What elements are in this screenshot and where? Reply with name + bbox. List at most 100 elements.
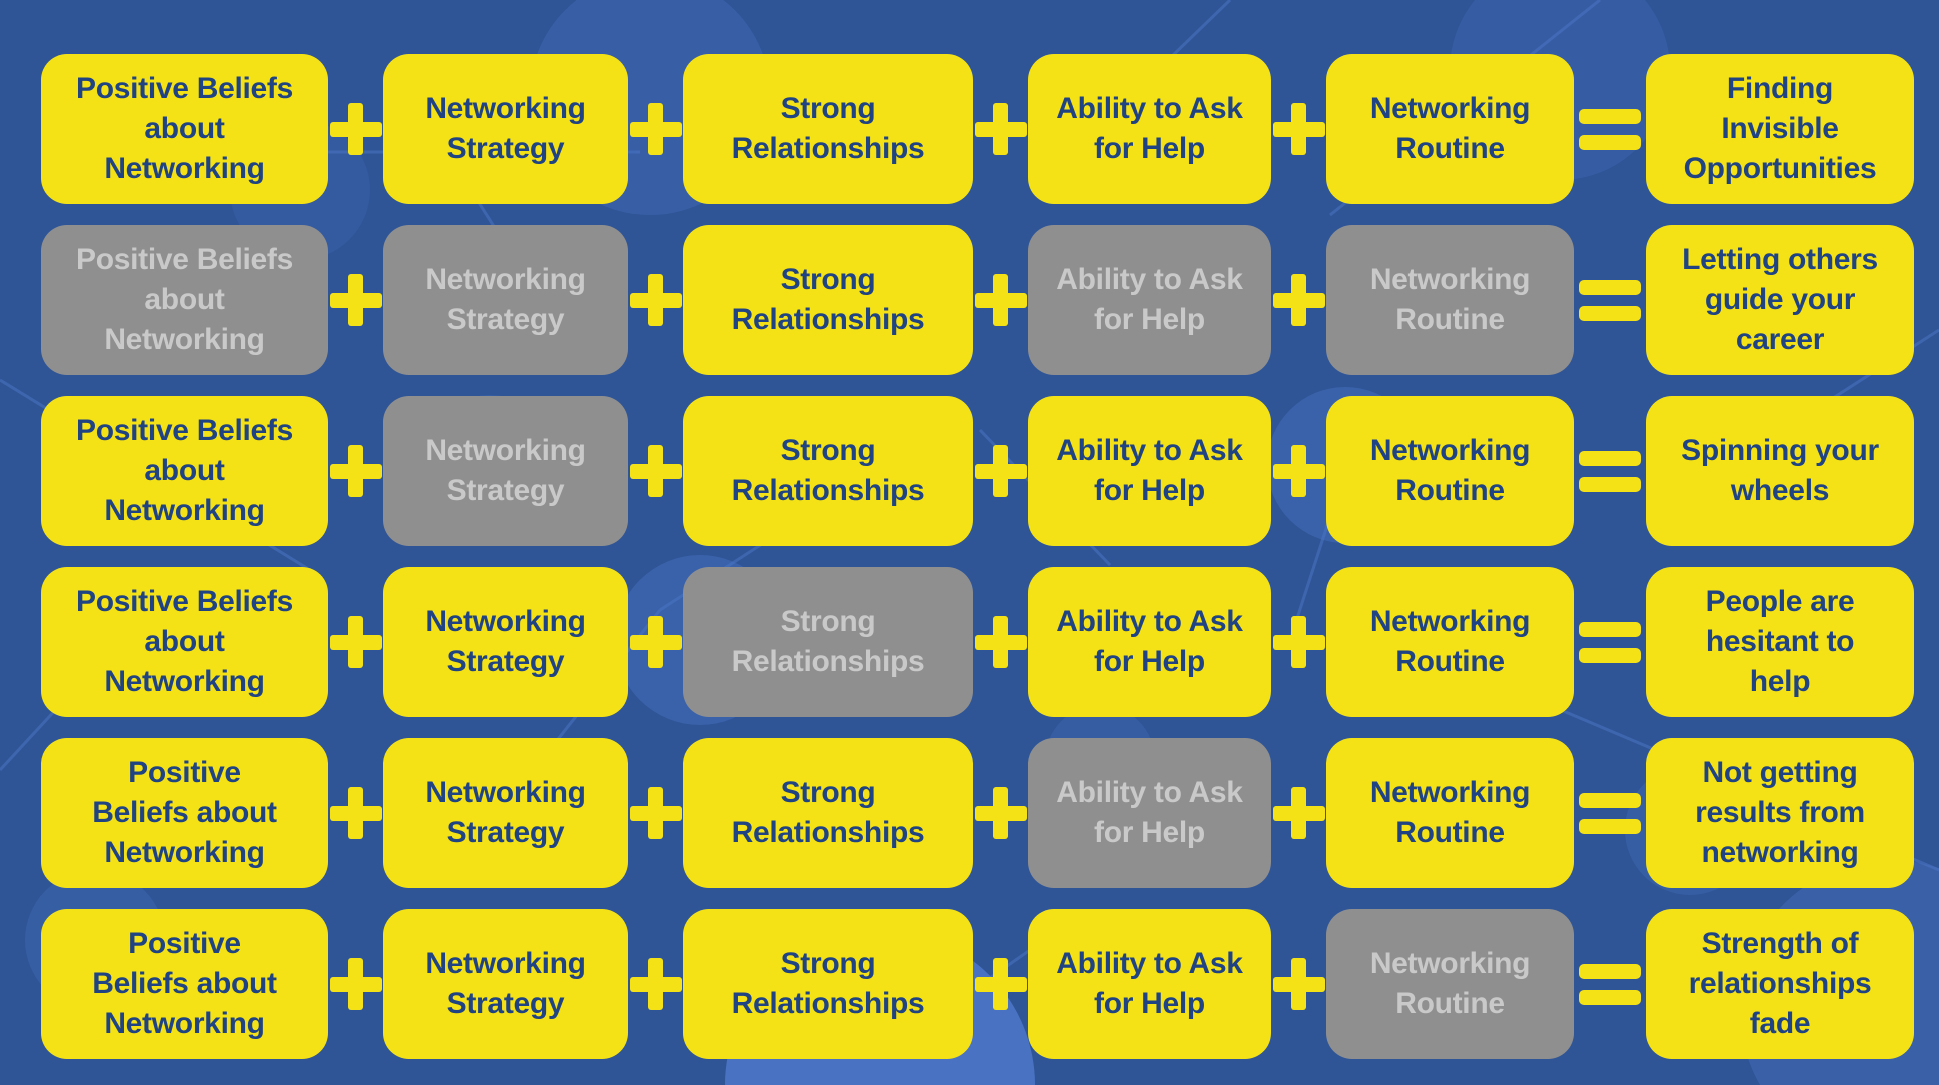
component-box-r1-c3-label: Strong Relationships	[731, 92, 925, 165]
plus-operator	[1271, 738, 1326, 888]
component-box-r3-c2-label: Networking Strategy	[425, 434, 586, 507]
component-box-r2-c2: Networking Strategy	[383, 225, 628, 375]
component-box-r4-c1-label: Positive Beliefs about Networking	[76, 585, 293, 698]
plus-operator	[328, 54, 383, 204]
plus-operator	[973, 225, 1028, 375]
equals-icon	[1579, 963, 1641, 1005]
plus-icon	[1272, 958, 1325, 1010]
component-box-r2-c5-label: Networking Routine	[1369, 263, 1531, 336]
equals-icon	[1579, 621, 1641, 663]
equals-operator	[1574, 396, 1646, 546]
plus-icon	[629, 787, 682, 839]
component-box-r2-c5: Networking Routine	[1326, 225, 1574, 375]
result-box-r5: Not getting results from networking	[1646, 738, 1914, 888]
plus-icon	[629, 103, 682, 155]
plus-operator	[1271, 567, 1326, 717]
component-box-r1-c1-label: Positive Beliefs about Networking	[76, 72, 293, 185]
component-box-r3-c5-label: Networking Routine	[1369, 434, 1531, 507]
component-box-r5-c4: Ability to Ask for Help	[1028, 738, 1271, 888]
component-box-r5-c1: Positive Beliefs about Networking	[41, 738, 328, 888]
component-box-r4-c4: Ability to Ask for Help	[1028, 567, 1271, 717]
plus-icon	[329, 958, 382, 1010]
component-box-r2-c4: Ability to Ask for Help	[1028, 225, 1271, 375]
component-box-r3-c2: Networking Strategy	[383, 396, 628, 546]
equals-icon	[1579, 279, 1641, 321]
equals-icon	[1579, 792, 1641, 834]
result-box-r5-label: Not getting results from networking	[1695, 756, 1865, 869]
component-box-r3-c4: Ability to Ask for Help	[1028, 396, 1271, 546]
plus-operator	[1271, 54, 1326, 204]
component-box-r4-c1: Positive Beliefs about Networking	[41, 567, 328, 717]
result-box-r6: Strength of relationships fade	[1646, 909, 1914, 1059]
component-box-r2-c3-label: Strong Relationships	[731, 263, 925, 336]
component-box-r4-c5: Networking Routine	[1326, 567, 1574, 717]
plus-icon	[629, 616, 682, 668]
plus-operator	[973, 396, 1028, 546]
component-box-r2-c1-label: Positive Beliefs about Networking	[76, 243, 293, 356]
component-box-r3-c1-label: Positive Beliefs about Networking	[76, 414, 293, 527]
plus-operator	[328, 909, 383, 1059]
plus-icon	[974, 274, 1027, 326]
component-box-r6-c3: Strong Relationships	[683, 909, 973, 1059]
plus-icon	[629, 958, 682, 1010]
component-box-r4-c2-label: Networking Strategy	[425, 605, 586, 678]
component-box-r3-c3-label: Strong Relationships	[731, 434, 925, 507]
component-box-r6-c5-label: Networking Routine	[1369, 947, 1531, 1020]
component-box-r1-c4-label: Ability to Ask for Help	[1056, 92, 1243, 165]
component-box-r5-c5-label: Networking Routine	[1369, 776, 1531, 849]
component-box-r2-c2-label: Networking Strategy	[425, 263, 586, 336]
component-box-r5-c3-label: Strong Relationships	[731, 776, 925, 849]
component-box-r6-c1-label: Positive Beliefs about Networking	[92, 927, 277, 1040]
result-box-r3: Spinning your wheels	[1646, 396, 1914, 546]
component-box-r5-c5: Networking Routine	[1326, 738, 1574, 888]
plus-icon	[974, 787, 1027, 839]
equals-operator	[1574, 567, 1646, 717]
component-box-r3-c5: Networking Routine	[1326, 396, 1574, 546]
result-box-r4: People are hesitant to help	[1646, 567, 1914, 717]
equals-icon	[1579, 108, 1641, 150]
plus-operator	[1271, 225, 1326, 375]
component-box-r1-c1: Positive Beliefs about Networking	[41, 54, 328, 204]
result-box-r2-label: Letting others guide your career	[1682, 243, 1878, 356]
result-box-r1-label: Finding Invisible Opportunities	[1683, 72, 1877, 185]
plus-icon	[1272, 787, 1325, 839]
plus-operator	[1271, 396, 1326, 546]
plus-icon	[329, 103, 382, 155]
plus-icon	[1272, 274, 1325, 326]
plus-operator	[328, 567, 383, 717]
equals-icon	[1579, 450, 1641, 492]
equals-operator	[1574, 225, 1646, 375]
plus-operator	[1271, 909, 1326, 1059]
component-box-r6-c4: Ability to Ask for Help	[1028, 909, 1271, 1059]
plus-operator	[628, 567, 683, 717]
component-box-r1-c4: Ability to Ask for Help	[1028, 54, 1271, 204]
plus-operator	[973, 54, 1028, 204]
plus-operator	[973, 909, 1028, 1059]
component-box-r1-c3: Strong Relationships	[683, 54, 973, 204]
result-box-r3-label: Spinning your wheels	[1681, 434, 1879, 507]
plus-icon	[629, 274, 682, 326]
result-box-r4-label: People are hesitant to help	[1705, 585, 1855, 698]
component-box-r6-c2-label: Networking Strategy	[425, 947, 586, 1020]
plus-operator	[628, 225, 683, 375]
plus-icon	[974, 103, 1027, 155]
component-box-r6-c5: Networking Routine	[1326, 909, 1574, 1059]
component-box-r3-c3: Strong Relationships	[683, 396, 973, 546]
plus-icon	[974, 958, 1027, 1010]
plus-operator	[628, 738, 683, 888]
component-box-r5-c4-label: Ability to Ask for Help	[1056, 776, 1243, 849]
plus-icon	[329, 445, 382, 497]
component-box-r5-c2-label: Networking Strategy	[425, 776, 586, 849]
plus-operator	[973, 738, 1028, 888]
result-box-r2: Letting others guide your career	[1646, 225, 1914, 375]
plus-operator	[328, 225, 383, 375]
component-box-r3-c1: Positive Beliefs about Networking	[41, 396, 328, 546]
component-box-r6-c1: Positive Beliefs about Networking	[41, 909, 328, 1059]
plus-icon	[329, 616, 382, 668]
plus-icon	[974, 616, 1027, 668]
component-box-r2-c4-label: Ability to Ask for Help	[1056, 263, 1243, 336]
plus-icon	[329, 274, 382, 326]
component-box-r1-c2: Networking Strategy	[383, 54, 628, 204]
